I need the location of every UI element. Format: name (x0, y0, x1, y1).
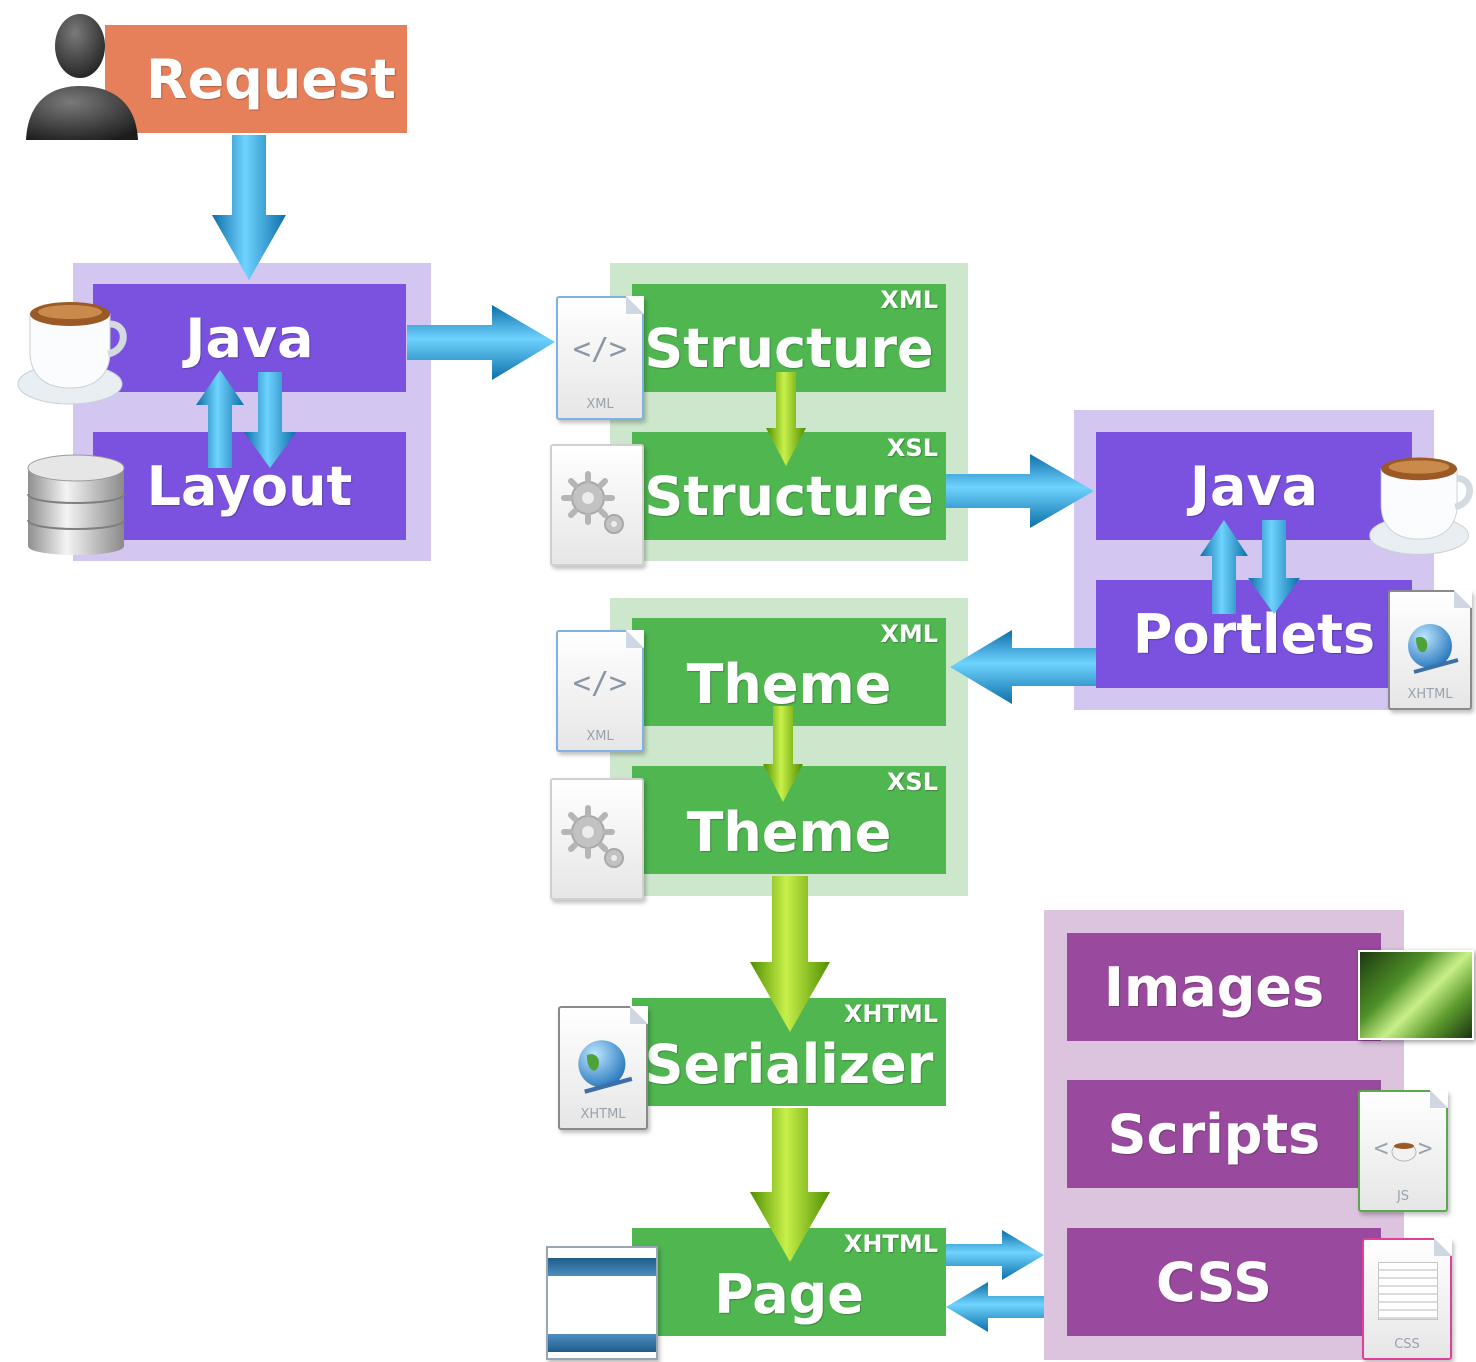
xhtml-file-serializer-icon: XHTML (558, 1006, 648, 1130)
xml-caption: XML (586, 397, 614, 412)
js-cup-glyph: < > (1374, 1134, 1432, 1162)
structure-xml-label: Structure (644, 316, 934, 380)
arrow-layout-to-java (196, 370, 244, 468)
database-icon (27, 454, 125, 555)
layout-box: Layout (93, 432, 406, 540)
arrow-theme-xml-to-xsl (763, 706, 803, 802)
arrow-serializer-to-page (750, 1108, 830, 1262)
portlets-box: Portlets (1096, 580, 1412, 688)
js-file-icon: < > JS (1358, 1090, 1448, 1212)
arrow-java-to-portlets (1248, 520, 1300, 614)
theme-xml-label: Theme (686, 652, 892, 716)
coffee-cup-right-icon (1369, 457, 1473, 555)
scripts-label: Scripts (1107, 1102, 1321, 1166)
scripts-box: Scripts (1067, 1080, 1381, 1188)
css-label: CSS (1156, 1250, 1272, 1314)
arrow-theme-to-serializer (750, 876, 830, 1032)
xhtml-serializer-caption: XHTML (580, 1107, 626, 1122)
arrow-portlets-to-java (1200, 520, 1248, 614)
person-icon (26, 14, 138, 140)
coffee-cup-icon (17, 302, 127, 405)
css-caption: CSS (1394, 1337, 1420, 1352)
xml-file-icon: </> XML (556, 296, 644, 420)
browser-window-icon (546, 1246, 658, 1360)
page-label: Page (714, 1262, 864, 1326)
image-thumbnail-icon (1358, 950, 1474, 1040)
java-box: Java (93, 284, 406, 392)
structure-xml-tag: XML (880, 286, 938, 314)
page-box: XHTML Page (632, 1228, 946, 1336)
css-file-icon: CSS (1362, 1238, 1452, 1360)
arrow-request-to-java (212, 135, 286, 280)
structure-xsl-tag: XSL (886, 434, 938, 462)
svg-text:<: < (1374, 1134, 1388, 1162)
js-caption: JS (1396, 1189, 1410, 1204)
xml-theme-caption: XML (586, 729, 614, 744)
arrow-page-to-resources (946, 1230, 1044, 1280)
theme-xsl-label: Theme (686, 800, 892, 864)
request-label: Request (146, 47, 396, 111)
css-box: CSS (1067, 1228, 1381, 1336)
gear-file-icon (550, 444, 644, 566)
java-right-box: Java (1096, 432, 1412, 540)
arrow-java-to-layout (244, 372, 296, 468)
theme-xsl-tag: XSL (886, 768, 938, 796)
serializer-tag: XHTML (843, 1000, 938, 1028)
arrow-java-to-structure (407, 305, 555, 380)
xml-theme-code-glyph: </> (572, 666, 628, 701)
xml-file-theme-icon: </> XML (556, 630, 644, 752)
request-box: Request (105, 25, 407, 133)
gear-file-theme-icon (550, 778, 644, 900)
portlets-label: Portlets (1132, 602, 1376, 666)
arrow-portlets-to-theme (950, 630, 1096, 704)
images-label: Images (1103, 955, 1325, 1019)
layout-label: Layout (146, 454, 353, 518)
arrow-structure-xml-to-xsl (766, 372, 806, 466)
xml-code-glyph: </> (572, 332, 628, 367)
globe-icon (1408, 624, 1459, 674)
theme-xml-tag: XML (880, 620, 938, 648)
xhtml-file-icon: XHTML (1388, 590, 1472, 710)
arrow-structure-to-java-right (946, 454, 1094, 528)
structure-xsl-label: Structure (644, 464, 934, 528)
java-right-label: Java (1189, 454, 1319, 518)
serializer-box: XHTML Serializer (632, 998, 946, 1106)
svg-text:>: > (1418, 1134, 1432, 1162)
gear-theme-icon (561, 805, 624, 868)
images-box: Images (1067, 933, 1381, 1041)
arrow-resources-to-page (946, 1282, 1044, 1332)
serializer-label: Serializer (644, 1032, 934, 1096)
page-tag: XHTML (843, 1230, 938, 1258)
xhtml-caption: XHTML (1407, 687, 1453, 702)
gear-icon (561, 471, 624, 534)
java-label: Java (185, 306, 314, 370)
globe-serializer-icon (578, 1040, 633, 1094)
